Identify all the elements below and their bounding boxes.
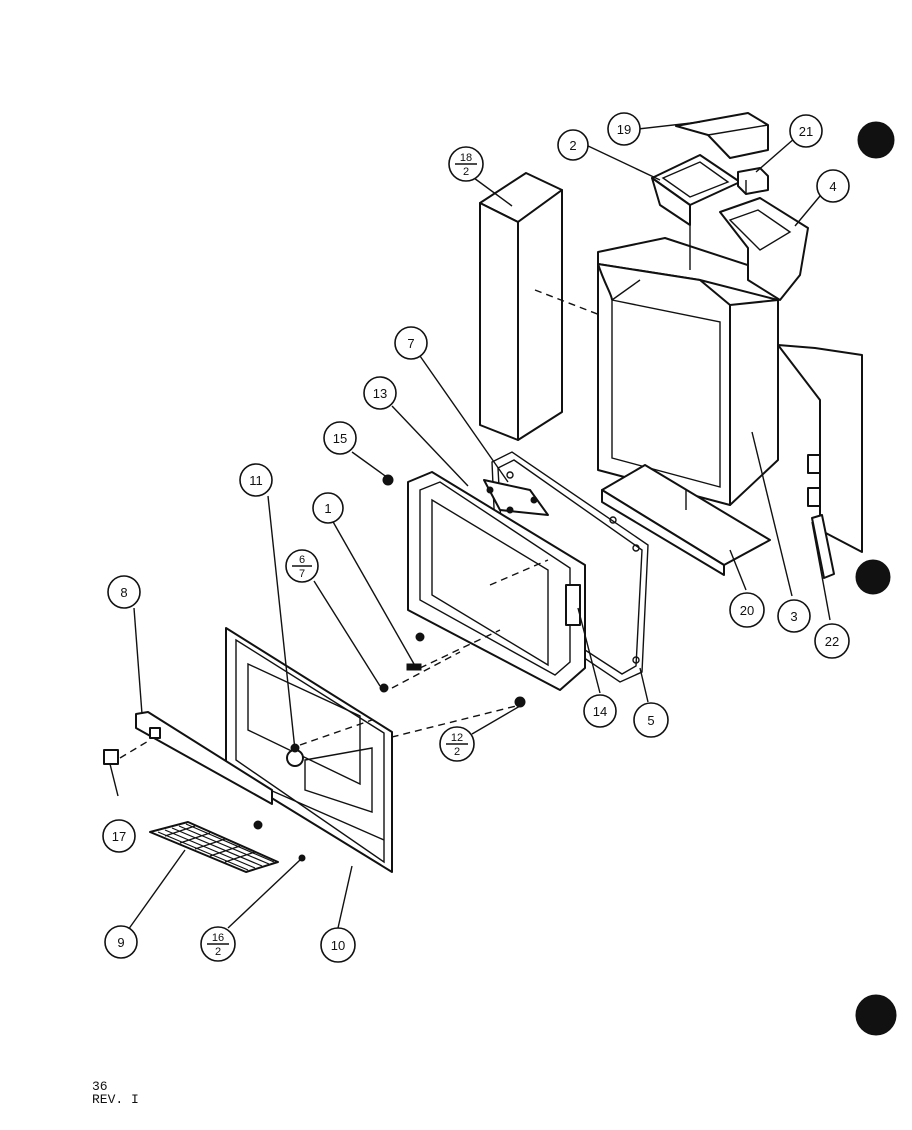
part-10-door-frame	[225, 627, 393, 873]
part-22-strip	[811, 514, 835, 579]
callout-4: 4	[816, 169, 850, 203]
page-number: 36	[92, 1079, 108, 1094]
callout-16-bottom: 2	[215, 946, 221, 958]
callout-11-label: 11	[249, 473, 263, 488]
callout-7: 7	[394, 326, 428, 360]
callout-12-over-2: 12 2	[439, 726, 475, 762]
callout-20: 20	[729, 592, 765, 628]
part-19-top-cap	[675, 112, 769, 159]
callout-6-top: 6	[299, 554, 305, 566]
callout-2-label: 2	[569, 138, 576, 153]
callout-20-label: 20	[740, 603, 754, 618]
callout-22: 22	[814, 623, 850, 659]
callout-18-top: 18	[460, 152, 472, 164]
callout-12-bottom: 2	[454, 746, 460, 758]
part-8-trim-strip	[119, 711, 273, 805]
callout-14-label: 14	[593, 704, 607, 719]
page-footer: 36 REV. I	[92, 1080, 139, 1106]
registration-mark-middle	[855, 559, 891, 595]
registration-mark-bottom	[855, 994, 897, 1036]
leader-lines	[127, 121, 831, 931]
callout-13: 13	[363, 376, 397, 410]
callout-3: 3	[777, 599, 811, 633]
callout-6-over-7: 6 7	[285, 549, 319, 583]
part-3-liner-box	[597, 237, 779, 506]
part-20-bottom-pad	[601, 464, 771, 576]
callout-7-label: 7	[407, 336, 414, 351]
callout-11: 11	[239, 463, 273, 497]
callout-1-label: 1	[324, 501, 331, 516]
callout-9: 9	[104, 925, 138, 959]
registration-mark-top	[857, 121, 895, 159]
callout-22-label: 22	[825, 634, 839, 649]
callout-18-bottom: 2	[463, 166, 469, 178]
callout-17-label: 17	[112, 829, 126, 844]
part-2-filter-frame	[651, 154, 741, 270]
callout-21: 21	[789, 114, 823, 148]
callout-9-label: 9	[117, 935, 124, 950]
callout-3-label: 3	[790, 609, 797, 624]
part-13-frame-assembly	[407, 471, 586, 691]
callout-18-over-2: 18 2	[448, 146, 484, 182]
callout-19: 19	[607, 112, 641, 146]
hardware-fasteners	[253, 474, 526, 862]
callout-21-label: 21	[799, 124, 813, 139]
part-21-small-block	[737, 167, 769, 195]
callout-4-label: 4	[829, 179, 836, 194]
callout-10-label: 10	[331, 938, 345, 953]
callout-13-label: 13	[373, 386, 387, 401]
callout-16-over-2: 16 2	[200, 926, 236, 962]
revision-label: REV. I	[92, 1092, 139, 1107]
callout-15: 15	[323, 421, 357, 455]
callout-5-label: 5	[647, 713, 654, 728]
callout-12-top: 12	[451, 732, 463, 744]
callout-6-bottom: 7	[299, 568, 305, 580]
callout-15-label: 15	[333, 431, 347, 446]
callout-14: 14	[583, 694, 617, 728]
callout-8: 8	[107, 575, 141, 609]
callout-17: 17	[102, 819, 136, 853]
part-11-knob	[267, 495, 304, 767]
part-18-insulation-block	[479, 172, 601, 441]
callout-8-label: 8	[120, 585, 127, 600]
callout-1: 1	[312, 492, 344, 524]
callout-2: 2	[557, 129, 589, 161]
callout-19-label: 19	[617, 122, 631, 137]
part-17-clip	[103, 749, 119, 797]
callout-16-top: 16	[212, 932, 224, 944]
part-9-grille	[149, 821, 279, 873]
callout-10: 10	[320, 927, 356, 963]
part-4-duct	[719, 197, 809, 301]
callout-5: 5	[633, 702, 669, 738]
